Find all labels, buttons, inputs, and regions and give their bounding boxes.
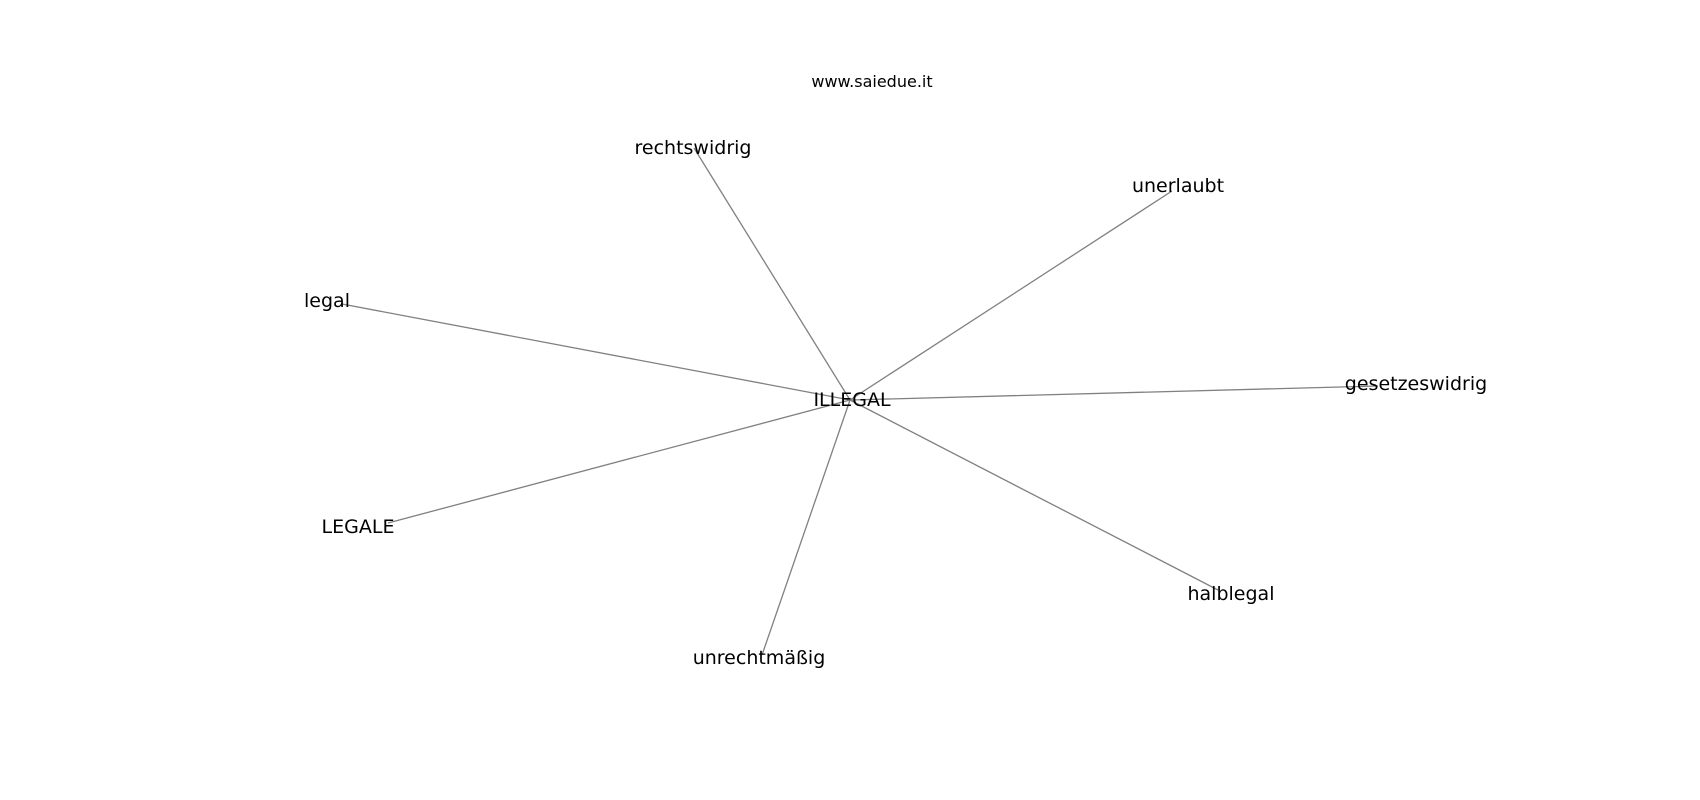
node-label-halblegal: halblegal bbox=[1188, 583, 1275, 605]
source-url-label: www.saiedue.it bbox=[811, 72, 933, 91]
nodes-group: ILLEGAL rechtswidrig unerlaubt legal gesetze… bbox=[304, 137, 1487, 669]
edge-center-unrechtmassig bbox=[761, 399, 851, 656]
node-label-legale: LEGALE bbox=[322, 516, 395, 538]
node-label-unrechtmassig: unrechtmäßig bbox=[693, 647, 826, 669]
edge-center-gesetzeswidrig bbox=[849, 385, 1379, 401]
edge-center-legale bbox=[387, 399, 851, 524]
edge-center-unerlaubt bbox=[849, 190, 1173, 401]
edges-group bbox=[341, 147, 1379, 656]
node-label-unerlaubt: unerlaubt bbox=[1132, 175, 1224, 197]
center-node-label: ILLEGAL bbox=[813, 389, 891, 411]
node-label-gesetzeswidrig: gesetzeswidrig bbox=[1345, 373, 1487, 395]
edge-center-halblegal bbox=[849, 399, 1219, 591]
node-label-legal: legal bbox=[304, 290, 350, 312]
node-label-rechtswidrig: rechtswidrig bbox=[635, 137, 752, 159]
edge-center-legal bbox=[341, 303, 851, 401]
edge-center-rechtswidrig bbox=[693, 147, 851, 401]
